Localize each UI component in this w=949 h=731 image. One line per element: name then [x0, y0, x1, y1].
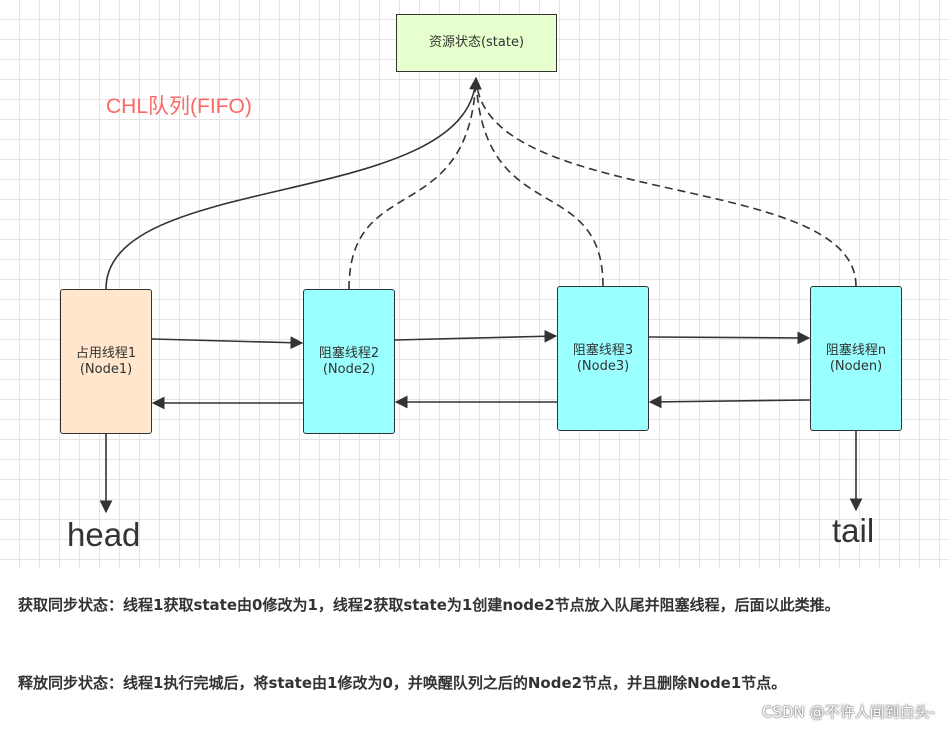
state-box: 资源状态(state): [396, 14, 557, 72]
node3-box: 阻塞线程3 (Node3): [557, 286, 649, 431]
node2-to-state-curve: [348, 77, 477, 290]
acquire-description: 获取同步状态：线程1获取state由0修改为1，线程2获取state为1创建no…: [18, 596, 840, 614]
node1-box: 占用线程1 (Node1): [60, 289, 152, 434]
connector-lines: [99, 76, 863, 514]
node3-to-noden-arrow: [648, 331, 811, 345]
tail-label: tail: [832, 512, 875, 549]
diagram-canvas: [0, 0, 949, 568]
queue-title: CHL队列(FIFO): [106, 95, 252, 118]
node1-to-node2-arrow: [151, 336, 304, 350]
node1-to-state-curve: [105, 76, 482, 290]
release-description: 释放同步状态：线程1执行完城后，将state由1修改为0，并唤醒队列之后的Nod…: [18, 674, 787, 692]
head-label: head: [67, 516, 141, 553]
noden-box: 阻塞线程n (Noden): [810, 286, 902, 431]
noden-to-state-curve: [475, 77, 857, 287]
node2-box: 阻塞线程2 (Node2): [303, 289, 395, 434]
node3-to-state-curve: [475, 77, 604, 287]
node2-to-node3-arrow: [394, 329, 558, 343]
noden-to-node3-arrow: [648, 395, 811, 409]
csdn-watermark: CSDN @不许人间到白头-: [762, 703, 935, 721]
